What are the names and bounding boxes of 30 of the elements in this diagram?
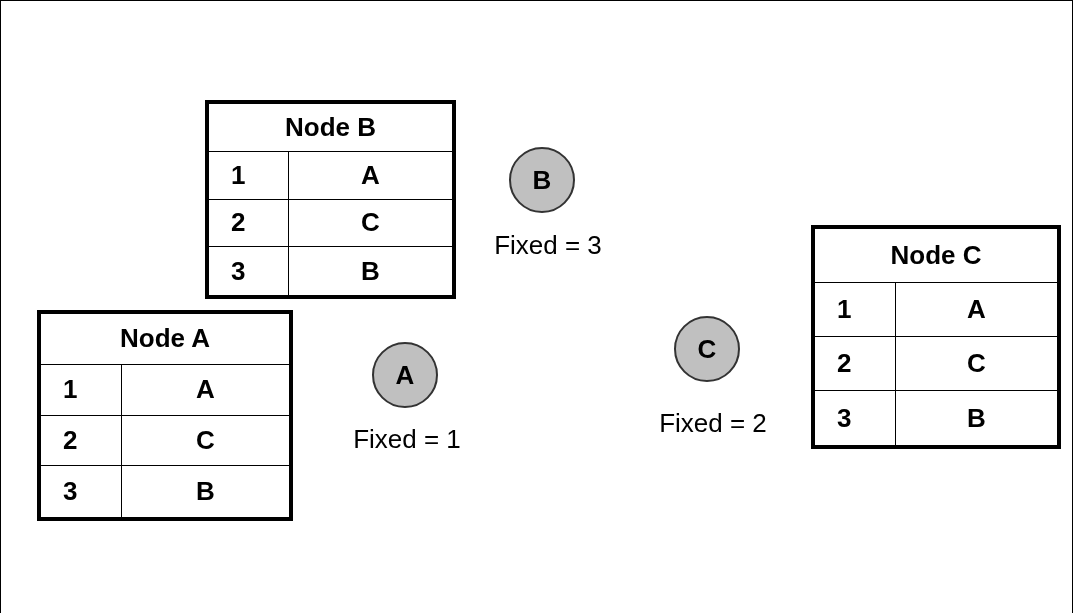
node-circle: A [372,342,438,408]
table-cell-text: B [966,401,987,435]
table-cell: C [896,337,1057,391]
table-cell: 2 [209,199,289,248]
node-caption: Fixed = 2 [659,408,767,439]
table-cell: 1 [209,151,289,200]
node-caption: Fixed = 3 [494,230,602,261]
node-caption: Fixed = 1 [353,424,461,455]
table-cell: 1 [41,364,122,416]
table-header: Node C [815,229,1057,283]
table-cell: A [289,151,452,200]
table-cell-text: B [360,254,381,288]
table-cell: 2 [41,415,122,467]
table-header: Node A [41,314,289,365]
routing-table [811,225,1061,449]
table-cell: 3 [209,247,289,295]
table-cell: C [122,415,289,467]
table-cell: 1 [815,283,896,337]
table-cell: 3 [815,391,896,445]
routing-table [37,310,293,521]
routing-table [205,100,456,299]
table-cell: C [289,199,452,248]
node-circle: C [674,316,740,382]
table-cell: A [896,283,1057,337]
table-cell: 2 [815,337,896,391]
table-cell: A [122,364,289,416]
table-header: Node B [209,104,452,152]
table-cell: 3 [41,466,122,517]
node-circle: B [509,147,575,213]
table-cell-text: B [195,475,216,509]
